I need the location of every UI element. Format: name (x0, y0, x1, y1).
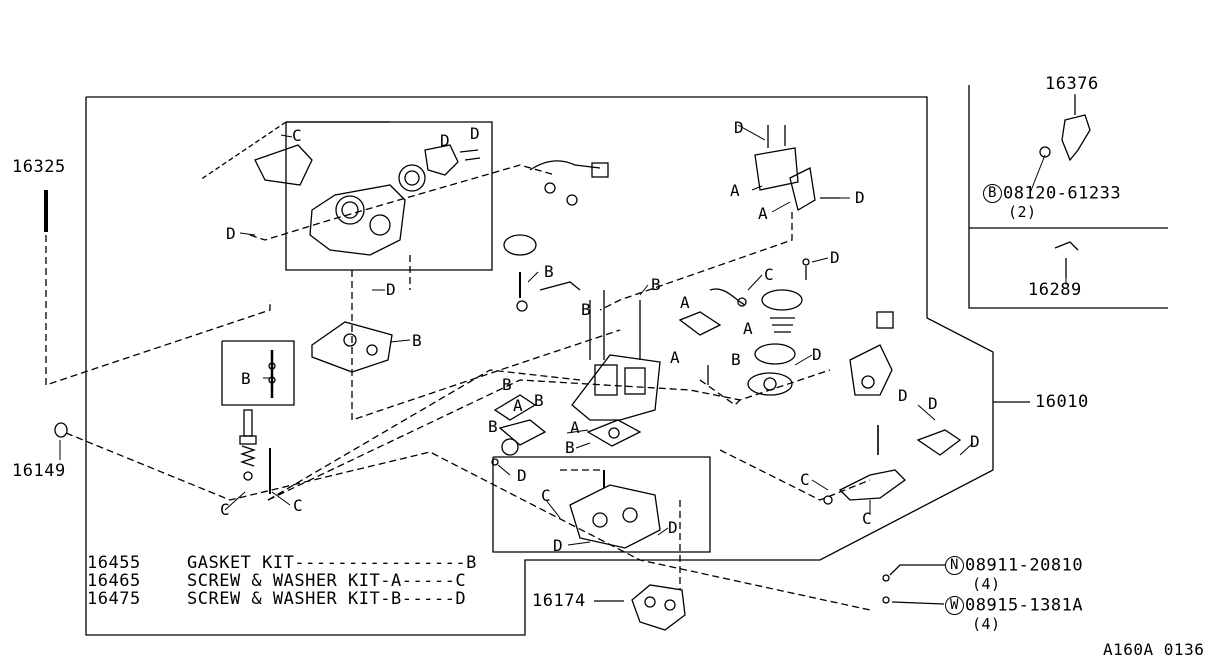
callout-b: B (241, 369, 251, 388)
inset-part-16376 (1039, 95, 1091, 162)
callout-d: D (668, 518, 678, 537)
callout-d: D (928, 394, 938, 413)
callout-b: B (565, 438, 575, 457)
callout-b: B (651, 275, 661, 294)
part-16149-label: 16149 (12, 461, 66, 481)
bolt-number: 08120-61233 (1003, 183, 1122, 204)
callout-d: D (386, 280, 396, 299)
callout-b: B (534, 391, 544, 410)
bolt-qty: (2) (1008, 203, 1037, 221)
carburetor-top-cover (254, 144, 481, 256)
callout-d: D (855, 188, 865, 207)
callout-b: B (544, 262, 554, 281)
accelerator-pump-diaphragm (747, 258, 810, 396)
choke-housing (849, 311, 894, 396)
vacuum-hose (529, 160, 609, 206)
nut-number: 08911-20810 (965, 555, 1084, 576)
main-assembly-outline (85, 96, 994, 636)
part-16376-label: 16376 (1045, 74, 1099, 94)
power-valve (268, 350, 276, 398)
washer-number: 08915-1381A (965, 595, 1084, 616)
carburetor-main-body (571, 290, 661, 421)
callout-a: A (570, 418, 580, 437)
callout-d: D (898, 386, 908, 405)
part-16010-label: 16010 (1035, 392, 1089, 412)
callout-d: D (812, 345, 822, 364)
insulator-gasket (586, 419, 642, 447)
callout-c: C (862, 509, 872, 528)
callout-b: B (502, 375, 512, 394)
callout-d: D (553, 536, 563, 555)
top-sub-frame (285, 121, 493, 271)
throttle-body (569, 470, 661, 549)
callout-a: A (730, 181, 740, 200)
callout-c: C (220, 500, 230, 519)
callout-d: D (226, 224, 236, 243)
callout-c: C (764, 265, 774, 284)
callout-c: C (541, 486, 551, 505)
lower-sub-frame (492, 456, 711, 553)
callout-a: A (513, 396, 523, 415)
callout-a: A (758, 204, 768, 223)
callout-d: D (830, 248, 840, 267)
fastener-leaders (882, 564, 946, 605)
inset-box-outline (968, 85, 1168, 309)
gasket-plate (311, 321, 393, 373)
callout-d: D (440, 131, 450, 150)
callout-d: D (470, 124, 480, 143)
part-16174-label: 16174 (532, 591, 586, 611)
callout-b: B (488, 417, 498, 436)
callout-a: A (743, 319, 753, 338)
valve-sub-frame (221, 340, 295, 406)
choke-linkage (678, 288, 747, 385)
throttle-bracket (754, 125, 840, 212)
throttle-linkage-right (823, 425, 962, 505)
figure-code: A160A 0136 (1103, 640, 1205, 659)
throttle-linkage-left (491, 234, 581, 466)
callout-a: A (680, 293, 690, 312)
callout-d: D (517, 466, 527, 485)
callout-b: B (581, 300, 591, 319)
needle-spring-stack (239, 409, 271, 494)
bolt-symbol: B (983, 184, 1002, 203)
nut-symbol: N (945, 556, 964, 575)
part-16289-label: 16289 (1028, 280, 1082, 300)
callout-a: A (670, 348, 680, 367)
callout-d: D (970, 432, 980, 451)
part-16325-label: 16325 (12, 157, 66, 177)
callout-c: C (800, 470, 810, 489)
spacer-16174 (631, 584, 686, 631)
washer-symbol: W (945, 596, 964, 615)
nut-qty: (4) (972, 575, 1001, 593)
callout-c: C (293, 496, 303, 515)
callout-c: C (292, 126, 302, 145)
washer-qty: (4) (972, 615, 1001, 633)
callout-b: B (731, 350, 741, 369)
callout-d: D (734, 118, 744, 137)
callout-b: B (412, 331, 422, 350)
